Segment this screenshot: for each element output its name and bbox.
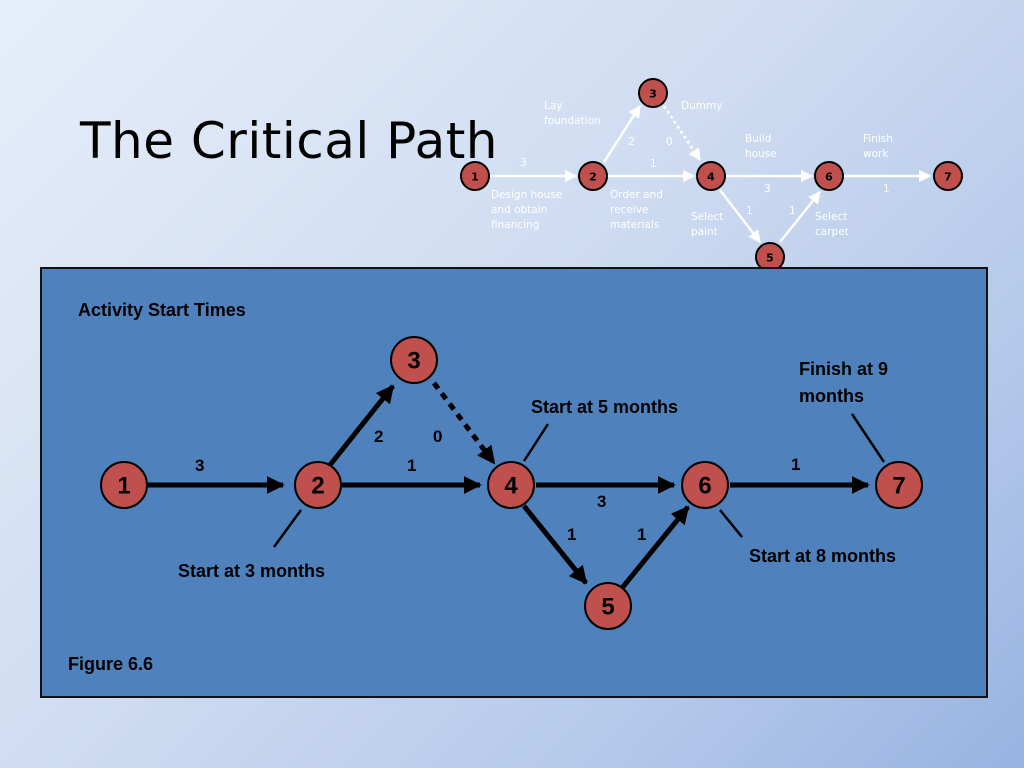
main-edge-2-3 <box>328 384 395 467</box>
callout-line-start-8 <box>719 509 743 538</box>
mini-edge-3-4 <box>662 105 702 162</box>
mini-weight-4-5: 1 <box>746 205 753 217</box>
figure-caption: Figure 6.6 <box>68 654 153 674</box>
mini-label-build-house-line1: Build <box>745 133 771 145</box>
mini-label-finish-work-line1: Finish <box>863 133 893 145</box>
main-node-4-label: 4 <box>504 473 518 500</box>
mini-node-3-label: 3 <box>649 88 657 101</box>
mini-label-select-carpet-line1: Select <box>815 211 847 223</box>
mini-weight-5-6: 1 <box>789 205 796 217</box>
mini-label-lay-foundation-line1: Lay <box>544 100 563 112</box>
mini-node-5 <box>755 242 785 270</box>
main-weight-2-3: 2 <box>374 427 383 446</box>
main-weight-2-4: 1 <box>407 456 416 475</box>
main-weight-4-6: 3 <box>597 492 606 511</box>
panel-heading: Activity Start Times <box>78 300 246 320</box>
mini-node-3 <box>638 78 668 108</box>
mini-label-design-house-line3: financing <box>491 219 539 231</box>
callout-line-start-3 <box>272 509 303 548</box>
mini-network-diagram: 1 2 3 4 5 6 7 3 2 0 1 3 1 1 1 Lay founda… <box>460 78 963 270</box>
mini-label-order-materials-line2: receive <box>610 204 648 216</box>
mini-node-1-label: 1 <box>471 171 479 184</box>
mini-edge-2-3 <box>602 104 642 163</box>
main-node-6-label: 6 <box>698 473 711 500</box>
mini-weight-1-2: 3 <box>520 157 527 169</box>
mini-weight-4-6: 3 <box>764 183 771 195</box>
main-edge-4-5 <box>522 504 588 585</box>
mini-weight-3-4: 0 <box>666 136 673 148</box>
main-node-4 <box>487 461 535 509</box>
mini-edge-4-5 <box>719 189 761 243</box>
main-node-3-label: 3 <box>407 348 420 375</box>
callout-finish-9-line1: Finish at 9 <box>799 359 888 379</box>
mini-node-5-label: 5 <box>766 252 774 265</box>
main-weight-3-4: 0 <box>433 427 442 446</box>
mini-node-7 <box>933 161 963 191</box>
mini-weight-6-7: 1 <box>883 183 890 195</box>
main-network-diagram: Activity Start Times Figure 6.6 <box>68 300 923 674</box>
mini-label-order-materials-line3: materials <box>610 219 659 231</box>
main-edge-5-6 <box>620 505 690 590</box>
mini-weight-2-4: 1 <box>650 158 657 170</box>
main-node-3 <box>390 336 438 384</box>
mini-label-order-materials-line1: Order and <box>610 189 663 201</box>
mini-node-7-label: 7 <box>944 171 952 184</box>
callout-line-start-5 <box>522 423 550 462</box>
main-weight-5-6: 1 <box>637 525 646 544</box>
main-edge-3-4 <box>432 381 496 465</box>
slide-title: The Critical Path <box>80 112 498 170</box>
mini-node-6-label: 6 <box>825 171 833 184</box>
mini-label-select-paint-line2: paint <box>691 226 718 238</box>
mini-node-2-label: 2 <box>589 171 597 184</box>
mini-label-select-carpet-line2: carpet <box>815 226 849 238</box>
mini-edge-5-6 <box>779 191 821 243</box>
main-node-2-label: 2 <box>311 473 324 500</box>
main-node-5-label: 5 <box>601 594 614 621</box>
main-weight-4-5: 1 <box>567 525 576 544</box>
mini-label-dummy: Dummy <box>681 100 722 112</box>
mini-node-2 <box>578 161 608 191</box>
mini-node-6 <box>814 161 844 191</box>
mini-node-1 <box>460 161 490 191</box>
callout-line-finish-9 <box>850 413 886 463</box>
callout-start-5-months: Start at 5 months <box>531 397 678 417</box>
activity-start-times-panel: Activity Start Times Figure 6.6 <box>40 267 988 698</box>
mini-label-design-house-line2: and obtain <box>491 204 547 216</box>
mini-weight-2-3: 2 <box>628 136 635 148</box>
main-node-7 <box>875 461 923 509</box>
main-node-2 <box>294 461 342 509</box>
main-node-1-label: 1 <box>117 473 130 500</box>
mini-label-build-house-line2: house <box>745 148 777 160</box>
main-node-5 <box>584 582 632 630</box>
main-node-7-label: 7 <box>892 473 905 500</box>
mini-label-design-house-line1: Design house <box>491 189 562 201</box>
mini-node-4 <box>696 161 726 191</box>
callout-start-8-months: Start at 8 months <box>749 546 896 566</box>
callout-finish-9-line2: months <box>799 386 864 406</box>
main-node-1 <box>100 461 148 509</box>
callout-start-3-months: Start at 3 months <box>178 561 325 581</box>
mini-label-select-paint-line1: Select <box>691 211 723 223</box>
main-node-6 <box>681 461 729 509</box>
mini-node-4-label: 4 <box>707 171 715 184</box>
mini-label-lay-foundation-line2: foundation <box>544 115 601 127</box>
main-weight-6-7: 1 <box>791 455 800 474</box>
mini-label-finish-work-line2: work <box>863 148 889 160</box>
main-weight-1-2: 3 <box>195 456 204 475</box>
